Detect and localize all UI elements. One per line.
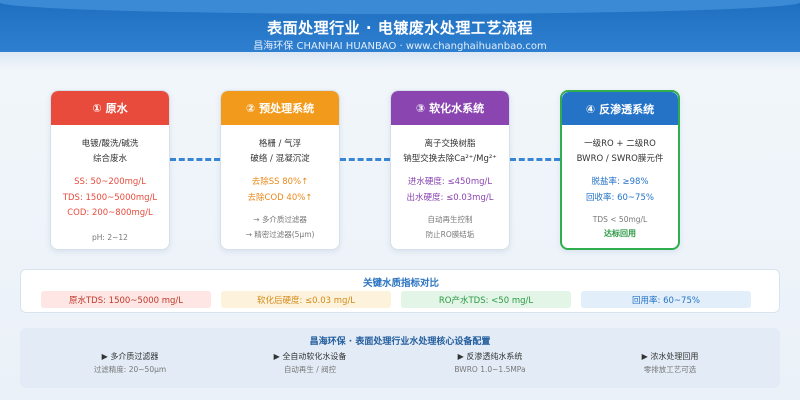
kpi-raw-tds: 原水TDS: 1500~5000 mg/L [41,291,211,308]
kpi-reuse-rate: 回用率: 60~75% [581,291,751,308]
stage-card-raw-water: ① 原水 电镀/酸洗/碱洗 综合废水 SS: 50~200mg/L TDS: 1… [50,90,170,250]
stage-metric: 回收率: 60~75% [586,192,654,203]
stage-note: TDS < 50mg/L [592,215,648,224]
stage-metric: 进水硬度: ≤450mg/L [407,177,493,187]
stage-card-pretreatment: ② 预处理系统 格栅 / 气浮 破络 / 混凝沉淀 去除SS 80%↑ 去除CO… [220,90,340,250]
stage-header: ④ 反渗透系统 [562,92,678,125]
stage-desc: 一级RO + 二级RO [584,139,656,149]
stage-header: ③ 软化水系统 [391,91,509,125]
config-item-spec: 零排放工艺可选 [643,365,697,374]
stage-metric: 脱盐率: ≥98% [591,177,649,187]
config-item-spec: 自动再生 / 阀控 [283,365,337,374]
config-item-softener: ▶ 全自动软化水设备 自动再生 / 阀控 [220,350,400,377]
stage-note: → 精密过滤器(5μm) [245,230,315,239]
config-title: 昌海环保 · 表面处理行业水处理核心设备配置 [309,337,491,347]
config-item-name: ▶ 反渗透纯水系统 [457,352,523,361]
config-item-spec: BWRO 1.0~1.5MPa [454,365,526,374]
config-item-spec: 过滤精度: 20~50μm [93,365,167,374]
stage-note: → 多介质过滤器 [253,215,307,224]
equipment-config-panel: 昌海环保 · 表面处理行业水处理核心设备配置 ▶ 多介质过滤器 过滤精度: 20… [20,328,780,388]
config-item-name: ▶ 浓水处理回用 [641,352,699,361]
stage-note: pH: 2~12 [92,232,128,242]
kpi-title: 关键水质指标对比 [362,278,439,289]
stage-card-reverse-osmosis: ④ 反渗透系统 一级RO + 二级RO BWRO / SWRO膜元件 脱盐率: … [560,90,680,250]
header-banner: 表面处理行业 · 电镀废水处理工艺流程 昌海环保 CHANHAI HUANBAO… [0,0,800,52]
flow-connector-2-3 [340,158,390,161]
config-item-concentrate-reuse: ▶ 浓水处理回用 零排放工艺可选 [580,350,760,377]
stage-desc: BWRO / SWRO膜元件 [576,154,664,164]
stage-note: 自动再生控制 [427,215,473,224]
kpi-softened-hardness: 软化后硬度: ≤0.03 mg/L [221,291,391,308]
page-title: 表面处理行业 · 电镀废水处理工艺流程 [267,19,533,37]
stage-desc: 钠型交换去除Ca²⁺/Mg²⁺ [403,154,497,164]
config-item-ro-system: ▶ 反渗透纯水系统 BWRO 1.0~1.5MPa [400,350,580,377]
stage-metric: SS: 50~200mg/L [74,177,146,187]
stage-metric: COD: 200~800mg/L [67,208,153,218]
flow-connector-3-4 [510,158,560,161]
stage-metric: 去除SS 80%↑ [251,177,309,187]
stage-card-softening: ③ 软化水系统 离子交换树脂 钠型交换去除Ca²⁺/Mg²⁺ 进水硬度: ≤45… [390,90,510,250]
config-item-multimedia-filter: ▶ 多介质过滤器 过滤精度: 20~50μm [40,350,220,377]
kpi-ro-tds: RO产水TDS: <50 mg/L [401,291,571,308]
header-shadow [0,52,800,70]
stage-desc: 破络 / 混凝沉淀 [250,154,310,164]
stage-metric: 去除COD 40%↑ [247,192,313,203]
stage-desc: 综合废水 [92,154,127,164]
reuse-badge: 达标回用 [604,229,636,238]
page-subtitle: 昌海环保 CHANHAI HUANBAO · www.changhaihuanb… [253,41,547,52]
stage-metric: 出水硬度: ≤0.03mg/L [406,192,494,203]
stage-desc: 电镀/酸洗/碱洗 [81,139,139,149]
stage-header: ② 预处理系统 [221,91,339,125]
stage-header: ① 原水 [51,91,169,125]
stage-desc: 离子交换树脂 [424,139,476,149]
flow-connector-1-2 [170,158,220,161]
stage-desc: 格栅 / 气浮 [258,139,302,149]
kpi-comparison-panel: 关键水质指标对比 原水TDS: 1500~5000 mg/L 软化后硬度: ≤0… [20,269,780,313]
config-item-name: ▶ 多介质过滤器 [101,352,159,361]
stage-note: 防止RO膜结垢 [425,230,475,239]
stage-metric: TDS: 1500~5000mg/L [62,192,158,203]
config-item-name: ▶ 全自动软化水设备 [273,352,347,361]
